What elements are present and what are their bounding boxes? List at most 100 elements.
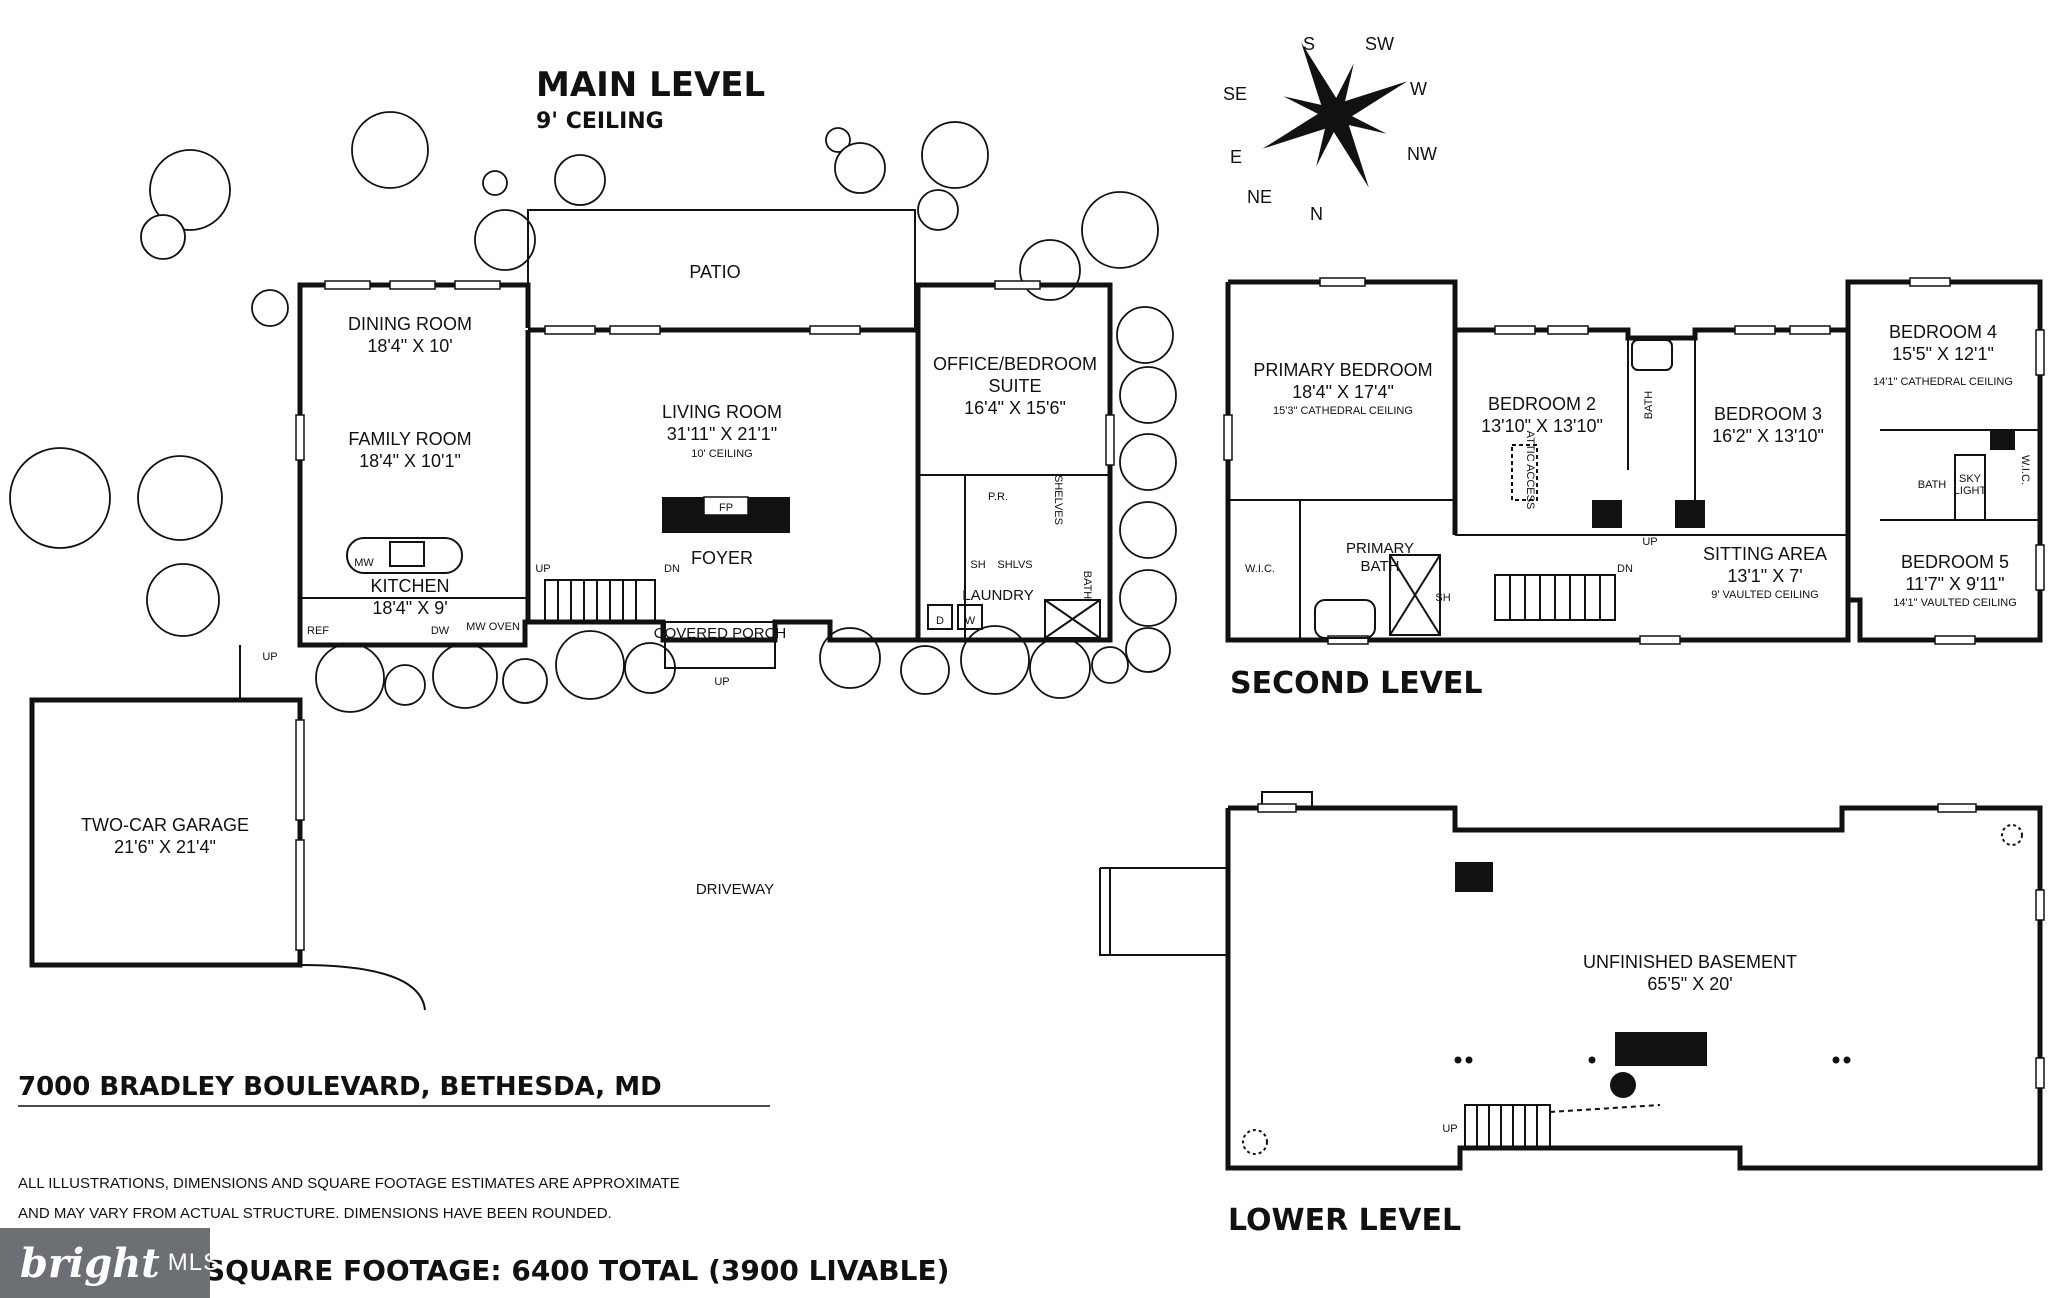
second-level-plan: SECOND LEVEL PRIMARY BEDROOM 18'4" X 17'… [1223,277,2045,701]
bedroom-2-name: BEDROOM 2 [1488,394,1596,414]
basement-stairs [1464,1104,1551,1149]
second-stairs [1494,574,1616,621]
sitting-area-name: SITTING AREA [1703,544,1827,564]
covered-porch [664,621,776,669]
primary-bath-label-1: PRIMARY [1346,540,1414,557]
main-level-plan: MAIN LEVEL 9' CEILING PATIO FP [29,65,1115,1011]
main-dn-label: DN [664,563,680,575]
second-up-label: UP [1642,536,1657,548]
powder-room-label: P.R. [988,491,1008,503]
office-name-2: SUITE [988,376,1041,396]
shower-label: SH [970,559,985,571]
porch-up-label: UP [714,676,729,688]
main-bath-label: BATH [1081,571,1093,600]
primary-tub [1314,599,1376,639]
compass-se: SE [1223,84,1247,104]
hall-tub [1631,339,1673,371]
bedroom-5-ceiling: 14'1" VAULTED CEILING [1893,597,2017,609]
primary-bedroom-dim: 18'4" X 17'4" [1292,382,1394,402]
microwave-label: MW [354,557,374,569]
main-level-ceiling: 9' CEILING [536,109,664,134]
garage-walls [29,697,303,968]
cooktop [389,541,425,567]
dining-room-dim: 18'4" X 10' [367,336,452,356]
second-dn-label: DN [1617,563,1633,575]
family-room-dim: 18'4" X 10'1" [359,451,461,471]
compass-ne: NE [1247,187,1272,207]
attic-hatch [1511,444,1538,501]
compass-rose: N NE E SE S SW W NW [1223,34,1437,224]
laundry-label: LAUNDRY [962,587,1033,604]
dishwasher-label: DW [431,625,450,637]
mls-suffix: MLS [167,1249,221,1276]
square-footage: SQUARE FOOTAGE: 6400 TOTAL (3900 LIVABLE… [205,1254,949,1287]
mw-oven-label: MW OVEN [466,621,520,633]
kitchen-island [346,537,463,574]
living-room-dim: 31'11" X 21'1" [667,424,777,444]
washer-label: W [965,615,976,627]
washer [957,604,983,630]
kitchen-name: KITCHEN [370,576,449,596]
garage-dim: 21'6" X 21'4" [114,837,216,857]
living-room-ceiling: 10' CEILING [691,448,752,460]
basement-up-label: UP [1442,1123,1457,1135]
second-level-title: SECOND LEVEL [1230,666,1483,701]
bedroom-5-name: BEDROOM 5 [1901,552,2009,572]
hall-bath-label: BATH [1643,391,1655,420]
bedroom-2-dim: 13'10" X 13'10" [1481,416,1603,436]
dining-room-name: DINING ROOM [348,314,472,334]
garage-up-label: UP [262,651,277,663]
compass-n: N [1310,204,1323,224]
basement-water-heater [1610,1072,1636,1098]
main-level-title: MAIN LEVEL [536,65,765,105]
shelves-short-label: SHLVS [997,559,1032,571]
patio-outline [527,209,916,328]
bedroom-3-name: BEDROOM 3 [1714,404,1822,424]
bedroom-4-ceiling: 14'1" CATHEDRAL CEILING [1873,376,2013,388]
compass-w: W [1410,79,1427,99]
compass-nw: NW [1407,144,1437,164]
basement-mechanical-1 [1455,862,1493,892]
primary-shower [1389,554,1441,636]
compass-s: S [1303,34,1315,54]
compass-e: E [1230,147,1242,167]
refrigerator-label: REF [307,625,329,637]
primary-bedroom-ceiling: 15'3" CATHEDRAL CEILING [1273,405,1413,417]
footer-notes: 7000 BRADLEY BOULEVARD, BETHESDA, MD ALL… [18,1072,949,1287]
bedroom-5-dim: 11'7" X 9'11" [1905,574,2004,594]
basement-areaway [1099,867,1229,956]
covered-porch-label: COVERED PORCH [654,625,787,642]
bedroom-3-dim: 16'2" X 13'10" [1712,426,1824,446]
kitchen-dim: 18'4" X 9' [372,598,447,618]
fireplace-label: FP [719,502,733,514]
disclaimer-line-2: AND MAY VARY FROM ACTUAL STRUCTURE. DIME… [18,1205,612,1222]
lower-level-title: LOWER LEVEL [1228,1203,1461,1238]
compass-sw: SW [1365,34,1394,54]
skylight [1954,454,1986,521]
bright-mls-watermark: bright MLS [0,1228,219,1298]
lower-level-plan: UNFINISHED BASEMENT 65'5" X 20' UP LOWER… [1099,791,2045,1238]
foyer-label: FOYER [691,548,753,568]
shower [1044,599,1101,639]
bed4-bath-label: BATH [1918,479,1947,491]
garage-name: TWO-CAR GARAGE [81,815,249,835]
basement-name: UNFINISHED BASEMENT [1583,952,1797,972]
bedroom-4-dim: 15'5" X 12'1" [1892,344,1994,364]
bed4-wic-label: W.I.C. [2019,455,2031,485]
basement-dim: 65'5" X 20' [1647,974,1732,994]
sitting-area-ceiling: 9' VAULTED CEILING [1711,589,1818,601]
driveway-label: DRIVEWAY [696,881,774,898]
living-room-name: LIVING ROOM [662,402,782,422]
basement-walls [1225,805,2043,1171]
family-room-name: FAMILY ROOM [348,429,471,449]
sitting-area-dim: 13'1" X 7' [1727,566,1802,586]
property-address: 7000 BRADLEY BOULEVARD, BETHESDA, MD [18,1072,662,1102]
shelves-label: SHELVES [1052,475,1064,525]
disclaimer-line-1: ALL ILLUSTRATIONS, DIMENSIONS AND SQUARE… [18,1175,680,1192]
bright-brand: bright [20,1239,160,1287]
basement-mechanical-2 [1615,1032,1707,1066]
primary-bath-label-2: BATH [1361,558,1400,575]
main-stairs [544,579,656,623]
main-up-label: UP [535,563,550,575]
